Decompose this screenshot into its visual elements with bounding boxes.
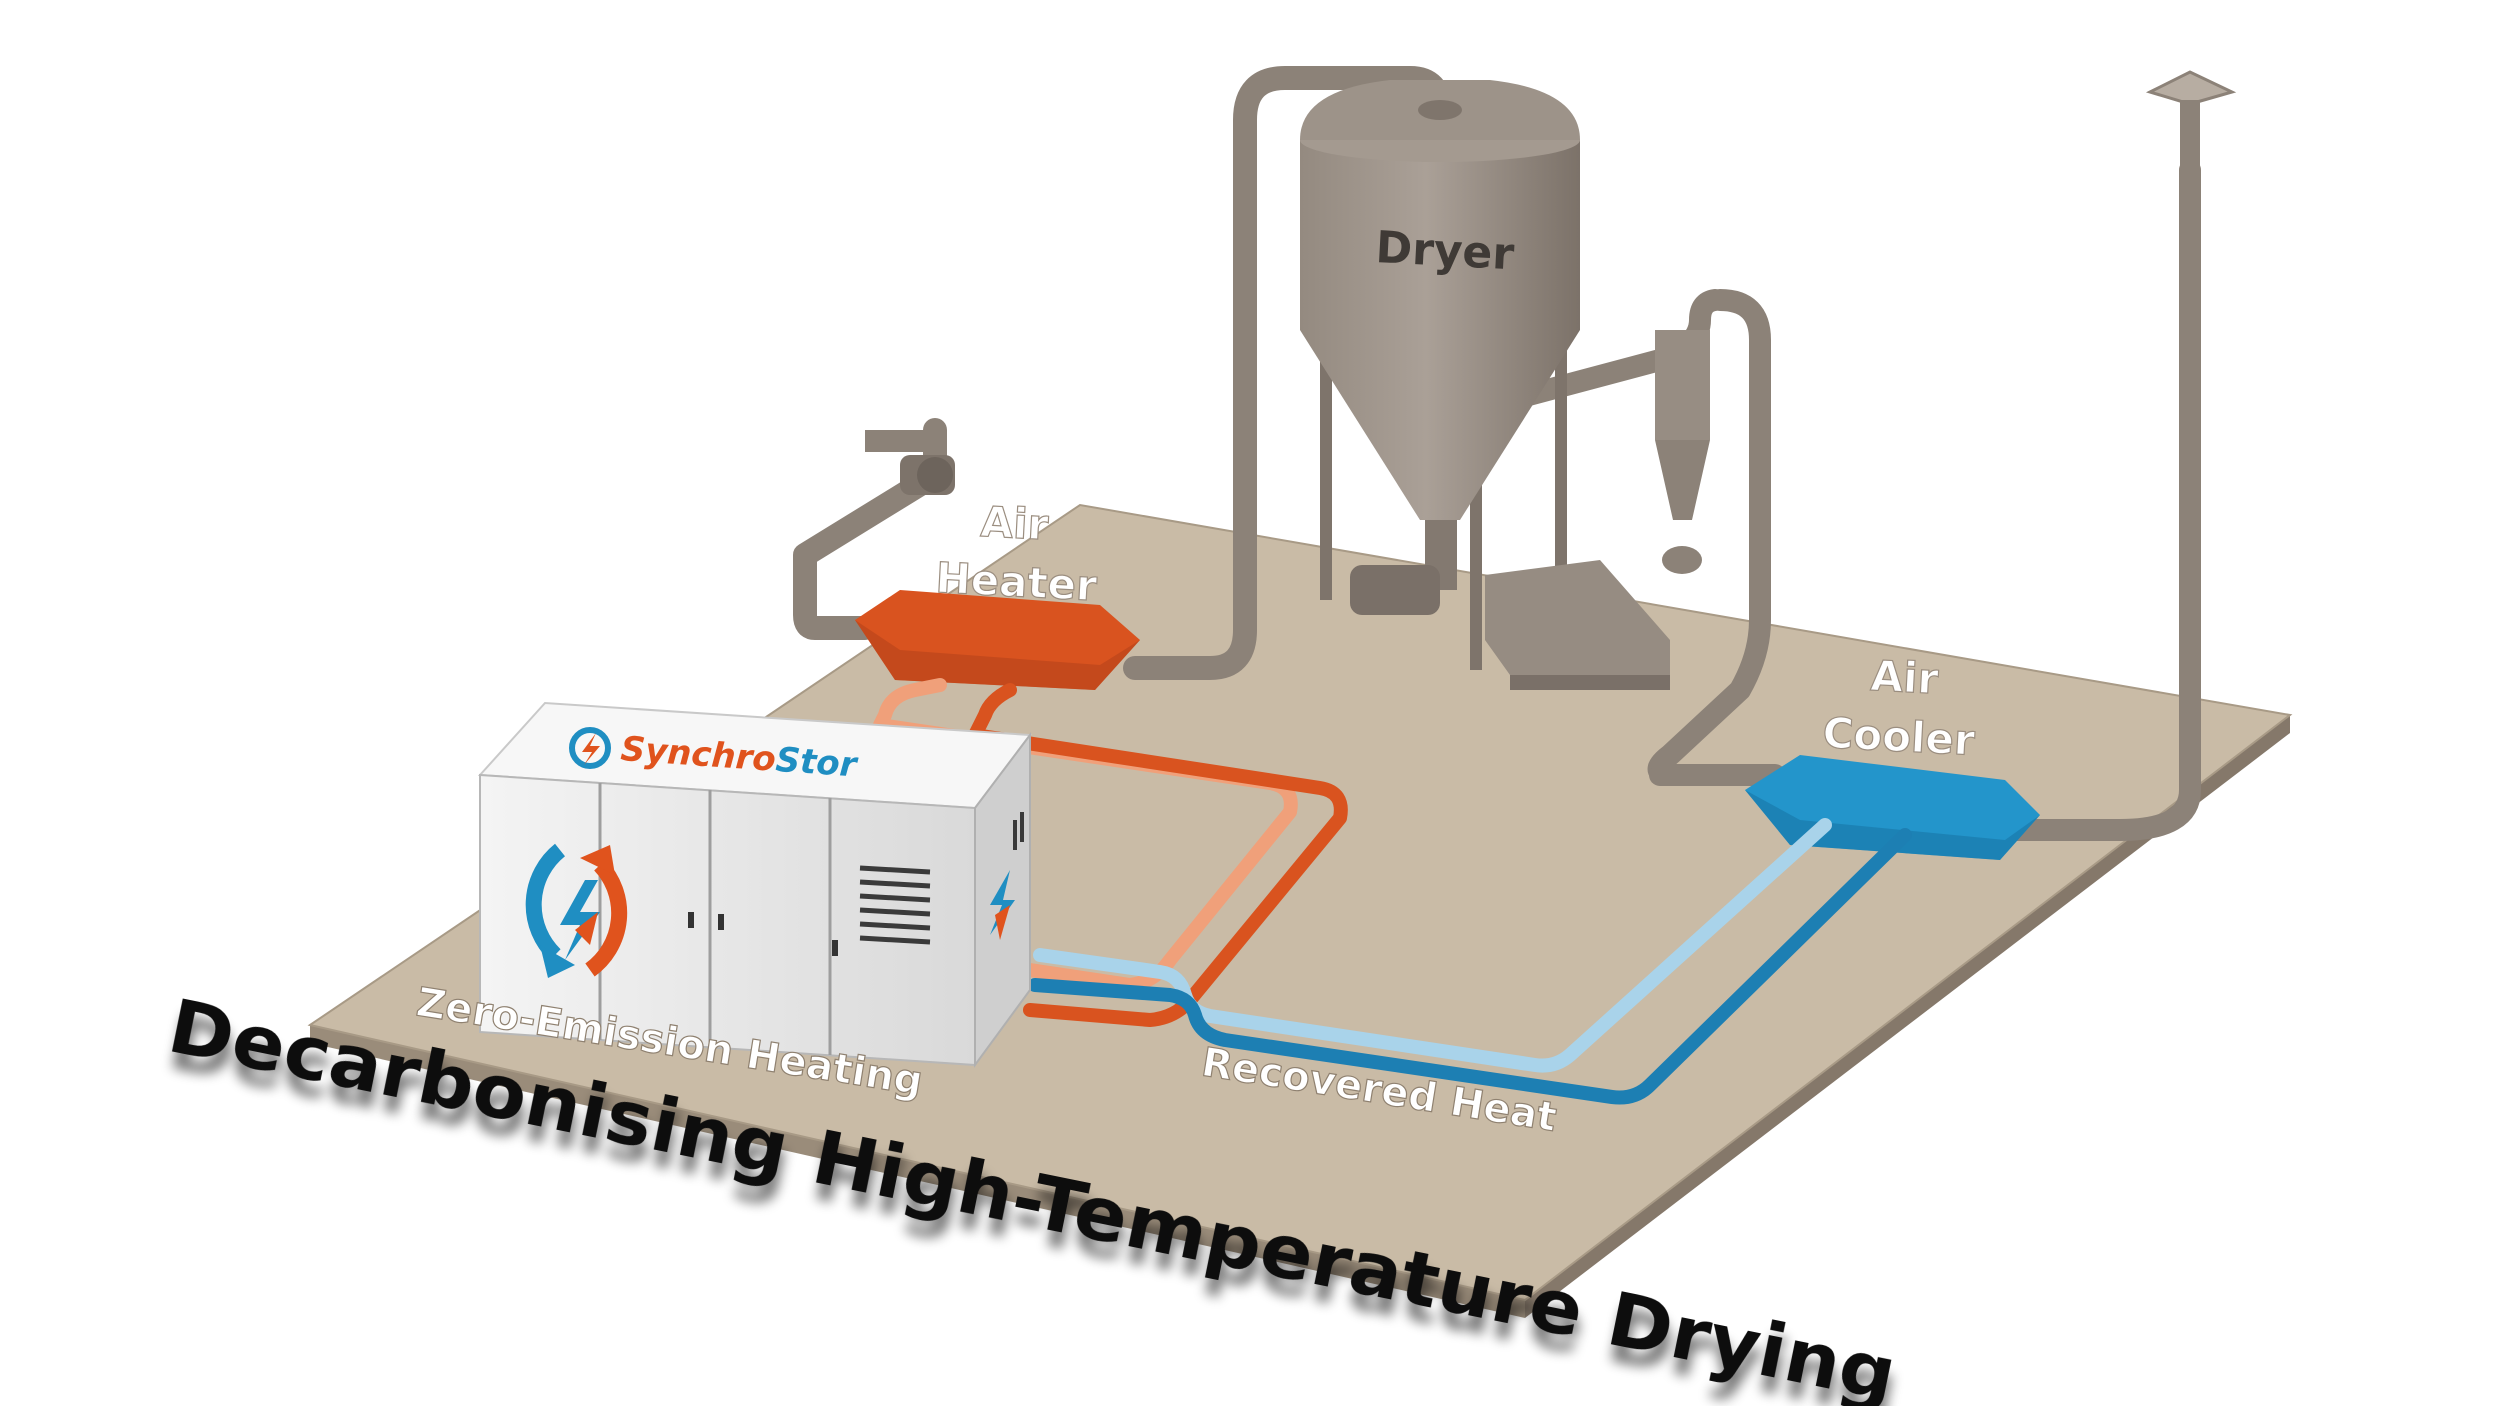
blower: [865, 430, 955, 495]
dryer-label: Dryer: [1374, 222, 1515, 280]
side-logo-icon: [990, 870, 1015, 940]
air-heater: [855, 590, 1140, 690]
brand-name-part2: Stor: [774, 740, 860, 786]
air-cooler-label-line1: Air: [1869, 651, 1939, 703]
cool-pipe: [1028, 828, 1912, 1105]
exhaust-stack: [2145, 70, 2237, 180]
floor-slab: [307, 503, 2293, 1318]
vent-grille: [859, 865, 931, 945]
hot-supply-pipe: [968, 683, 1348, 1027]
brand-logo: [569, 727, 611, 769]
air-heater-label-line2: Heater: [934, 553, 1098, 610]
air-cooler-label-line2: Cooler: [1821, 708, 1976, 765]
recovery-pipes: [1028, 818, 1912, 1105]
dryer-silo: [1300, 80, 1710, 690]
air-heater-label-line1: Air: [979, 497, 1049, 549]
synchrostor-unit: SynchroStor: [477, 701, 1032, 1069]
synchrostor-logo-icon: [525, 843, 628, 978]
